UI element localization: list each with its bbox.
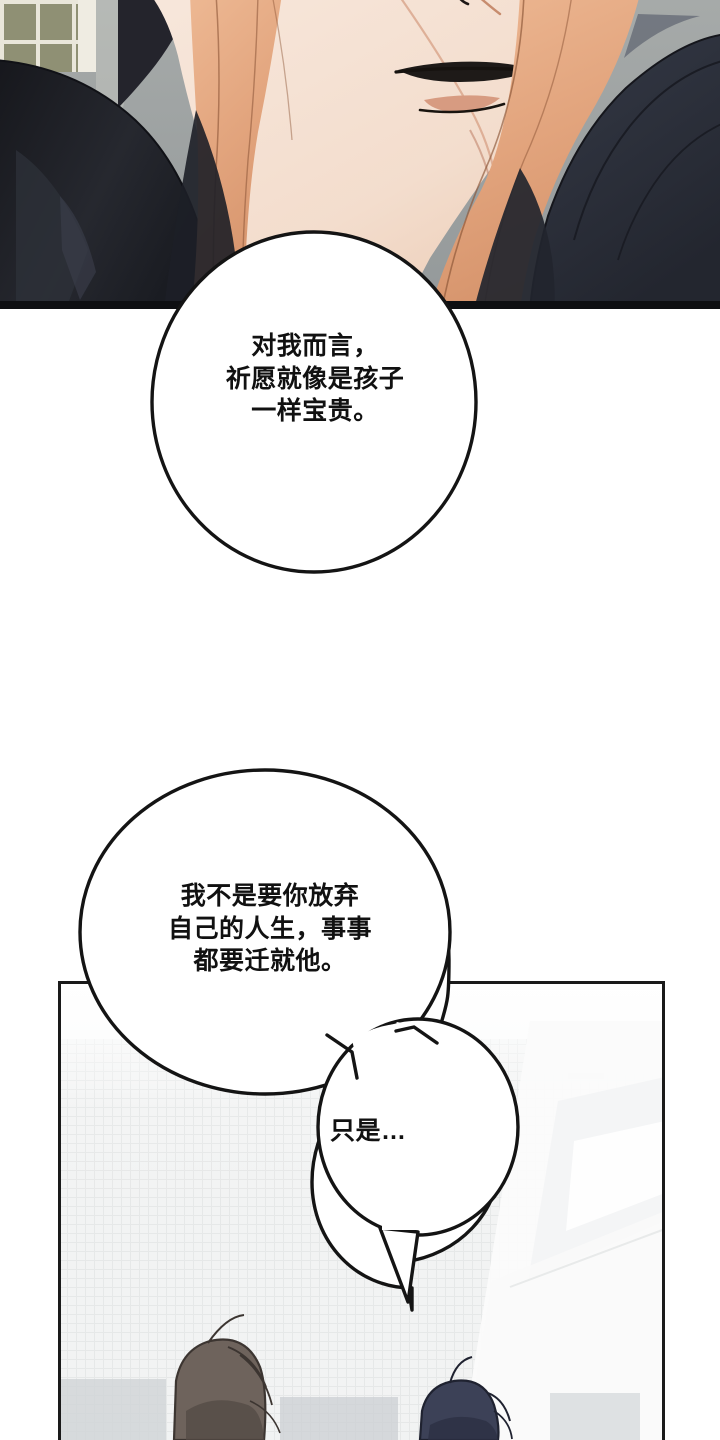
speech-bubble-top-text: 对我而言， 祈愿就像是孩子 一样宝贵。 (225, 332, 405, 425)
speech-bubble-middle-text: 我不是要你放弃 自己的人生，事事 都要迁就他。 (167, 882, 372, 975)
speech-bubble-bottom-text: 只是… (330, 1117, 407, 1145)
panel-room-wide-shot (58, 981, 665, 1440)
character-head-right (418, 1356, 513, 1440)
panel-2-artwork (61, 984, 662, 1440)
panel-closeup-face (0, 0, 720, 309)
panel-1-artwork (0, 0, 720, 309)
character-head-left (172, 1314, 281, 1440)
